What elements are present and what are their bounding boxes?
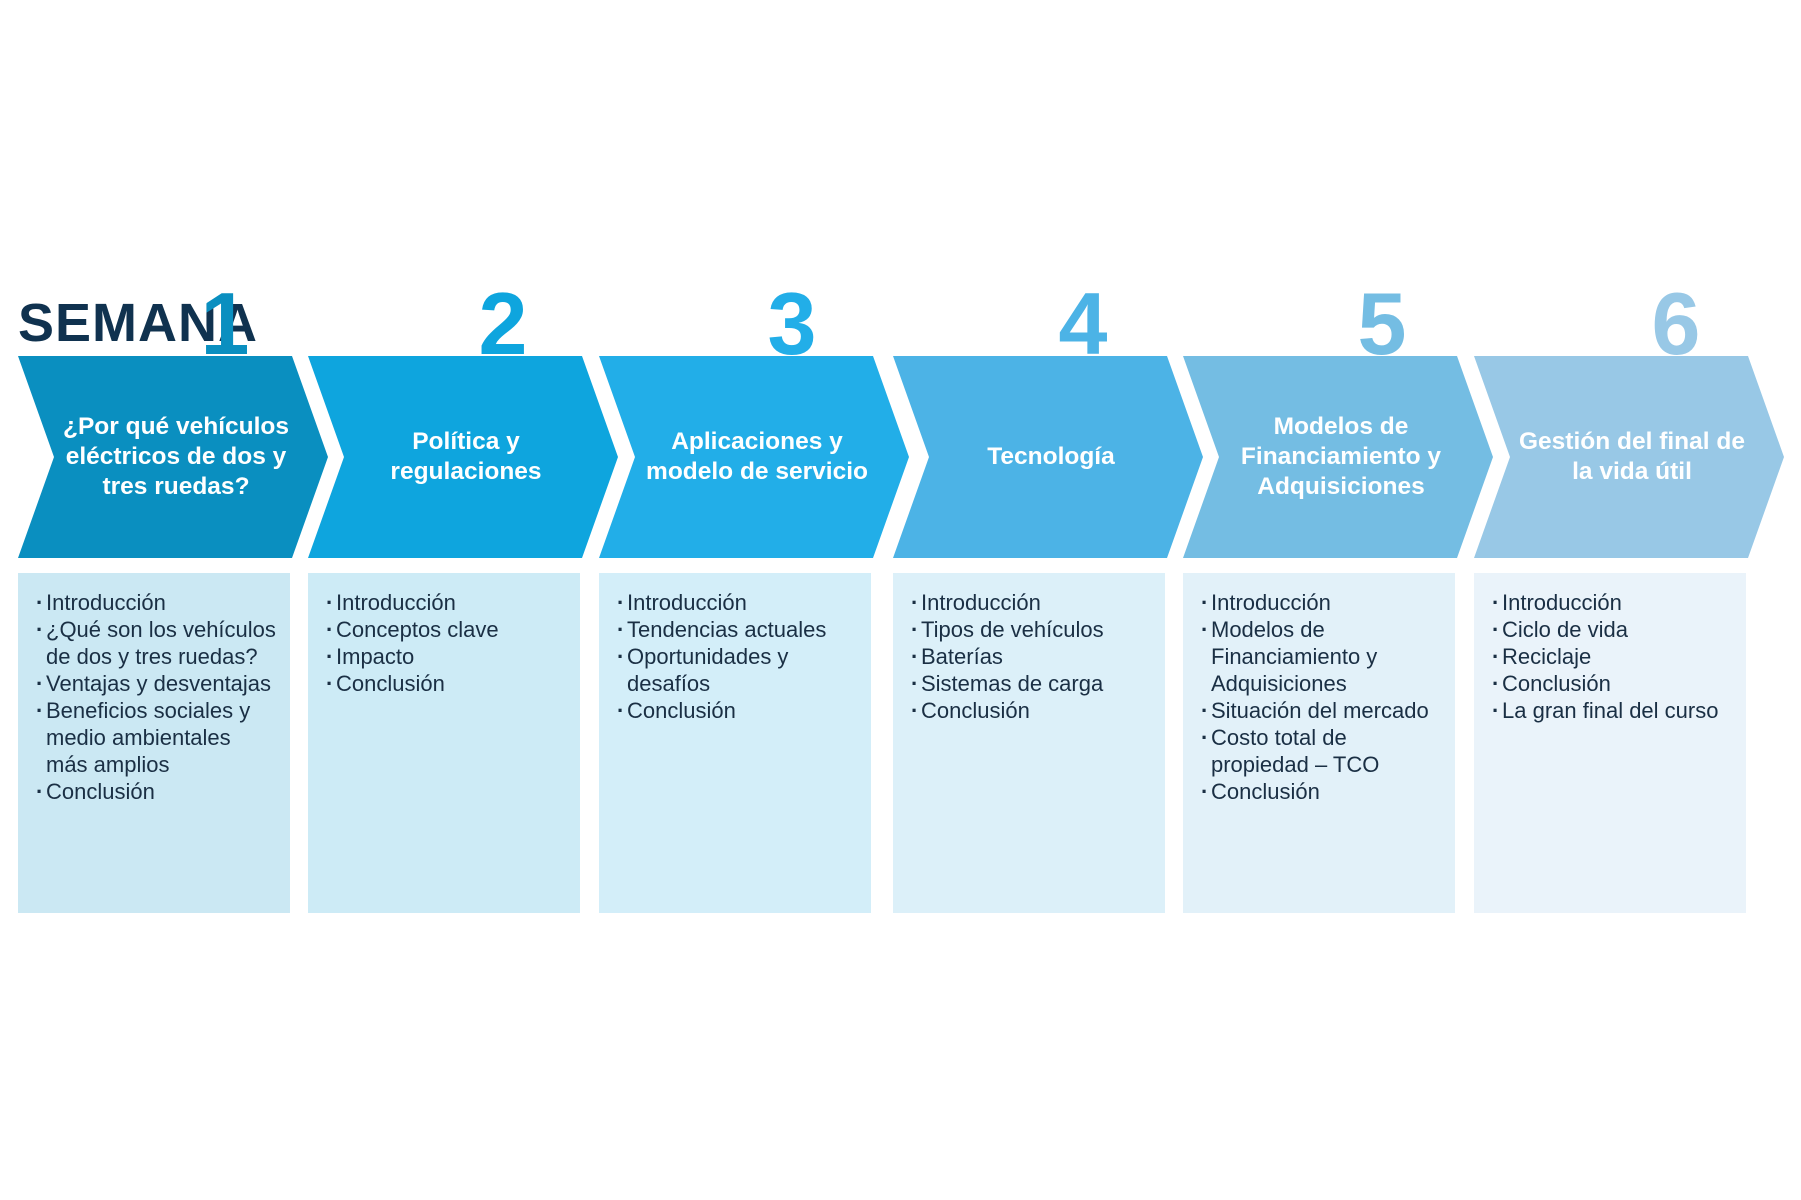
topic-item: Introducción	[1492, 589, 1734, 616]
week-number: 1	[200, 274, 250, 373]
chevron-shape	[18, 356, 328, 558]
topic-list: IntroducciónTipos de vehículosBateríasSi…	[911, 589, 1153, 724]
week-title: Tecnología	[987, 443, 1115, 470]
week-chevron: Política y regulaciones	[308, 356, 618, 558]
chevron-shape	[599, 356, 909, 558]
topic-item: Introducción	[36, 589, 278, 616]
chevron-fill	[1183, 356, 1493, 558]
week-chevron: Aplicaciones y modelo de servicio	[599, 356, 909, 558]
topic-list: IntroducciónConceptos claveImpactoConclu…	[326, 589, 568, 697]
topic-item: Sistemas de carga	[911, 670, 1153, 697]
week-number: 2	[478, 274, 528, 373]
week-topics-box: IntroducciónTendencias actualesOportunid…	[599, 573, 871, 913]
week-topics-box: IntroducciónTipos de vehículosBateríasSi…	[893, 573, 1165, 913]
topic-item: Costo total de propiedad – TCO	[1201, 724, 1443, 778]
week-chevron: ¿Por qué vehículos eléctricos de dos y t…	[18, 356, 328, 558]
chevron-fill	[893, 356, 1203, 558]
topic-item: Conceptos clave	[326, 616, 568, 643]
chevron-fill	[18, 356, 328, 558]
topic-item: Introducción	[617, 589, 859, 616]
topic-item: Ventajas y desventajas	[36, 670, 278, 697]
week-title: ¿Por qué vehículos eléctricos de dos y t…	[63, 413, 289, 500]
chevron-shape	[893, 356, 1203, 558]
topic-item: Ciclo de vida	[1492, 616, 1734, 643]
topic-item: Baterías	[911, 643, 1153, 670]
topic-item: Tipos de vehículos	[911, 616, 1153, 643]
week-number: 3	[767, 274, 817, 373]
week-title: Aplicaciones y modelo de servicio	[646, 428, 868, 485]
week-chevron: Modelos de Financiamiento y Adquisicione…	[1183, 356, 1493, 558]
chevron-fill	[308, 356, 618, 558]
topic-item: Situación del mercado	[1201, 697, 1443, 724]
chevron-fill	[1474, 356, 1784, 558]
topic-item: Introducción	[326, 589, 568, 616]
week-number: 4	[1058, 274, 1108, 373]
topic-item: Reciclaje	[1492, 643, 1734, 670]
chevron-shape	[1474, 356, 1784, 558]
week-number: 5	[1357, 274, 1407, 373]
week-topics-box: IntroducciónCiclo de vidaReciclajeConclu…	[1474, 573, 1746, 913]
week-chevron: Gestión del final de la vida útil	[1474, 356, 1784, 558]
week-title: Modelos de Financiamiento y Adquisicione…	[1240, 413, 1442, 500]
topic-item: Modelos de Financiamiento y Adquisicione…	[1201, 616, 1443, 697]
topic-item: Conclusión	[617, 697, 859, 724]
topic-item: Conclusión	[36, 778, 278, 805]
chevron-shape	[1183, 356, 1493, 558]
topic-item: Oportunidades y desafíos	[617, 643, 859, 697]
week-title: Gestión del final de la vida útil	[1519, 428, 1745, 485]
topic-item: La gran final del curso	[1492, 697, 1734, 724]
topic-item: Tendencias actuales	[617, 616, 859, 643]
topic-list: IntroducciónModelos de Financiamiento y …	[1201, 589, 1443, 805]
topic-item: Conclusión	[1492, 670, 1734, 697]
topic-item: Introducción	[1201, 589, 1443, 616]
week-topics-box: IntroducciónConceptos claveImpactoConclu…	[308, 573, 580, 913]
topic-item: ¿Qué son los vehículos de dos y tres rue…	[36, 616, 278, 670]
week-topics-box: IntroducciónModelos de Financiamiento y …	[1183, 573, 1455, 913]
topic-item: Conclusión	[326, 670, 568, 697]
topic-list: IntroducciónTendencias actualesOportunid…	[617, 589, 859, 724]
week-chevron: Tecnología	[893, 356, 1203, 558]
topic-item: Beneficios sociales y medio ambientales …	[36, 697, 278, 778]
topic-list: IntroducciónCiclo de vidaReciclajeConclu…	[1492, 589, 1734, 724]
chevron-fill	[599, 356, 909, 558]
week-number: 6	[1651, 274, 1701, 373]
topic-item: Conclusión	[911, 697, 1153, 724]
week-topics-box: Introducción¿Qué son los vehículos de do…	[18, 573, 290, 913]
semana-label: SEMANA	[18, 293, 259, 353]
topic-item: Introducción	[911, 589, 1153, 616]
topic-list: Introducción¿Qué son los vehículos de do…	[36, 589, 278, 805]
topic-item: Conclusión	[1201, 778, 1443, 805]
week-title: Política y regulaciones	[390, 428, 542, 485]
topic-item: Impacto	[326, 643, 568, 670]
chevron-shape	[308, 356, 618, 558]
